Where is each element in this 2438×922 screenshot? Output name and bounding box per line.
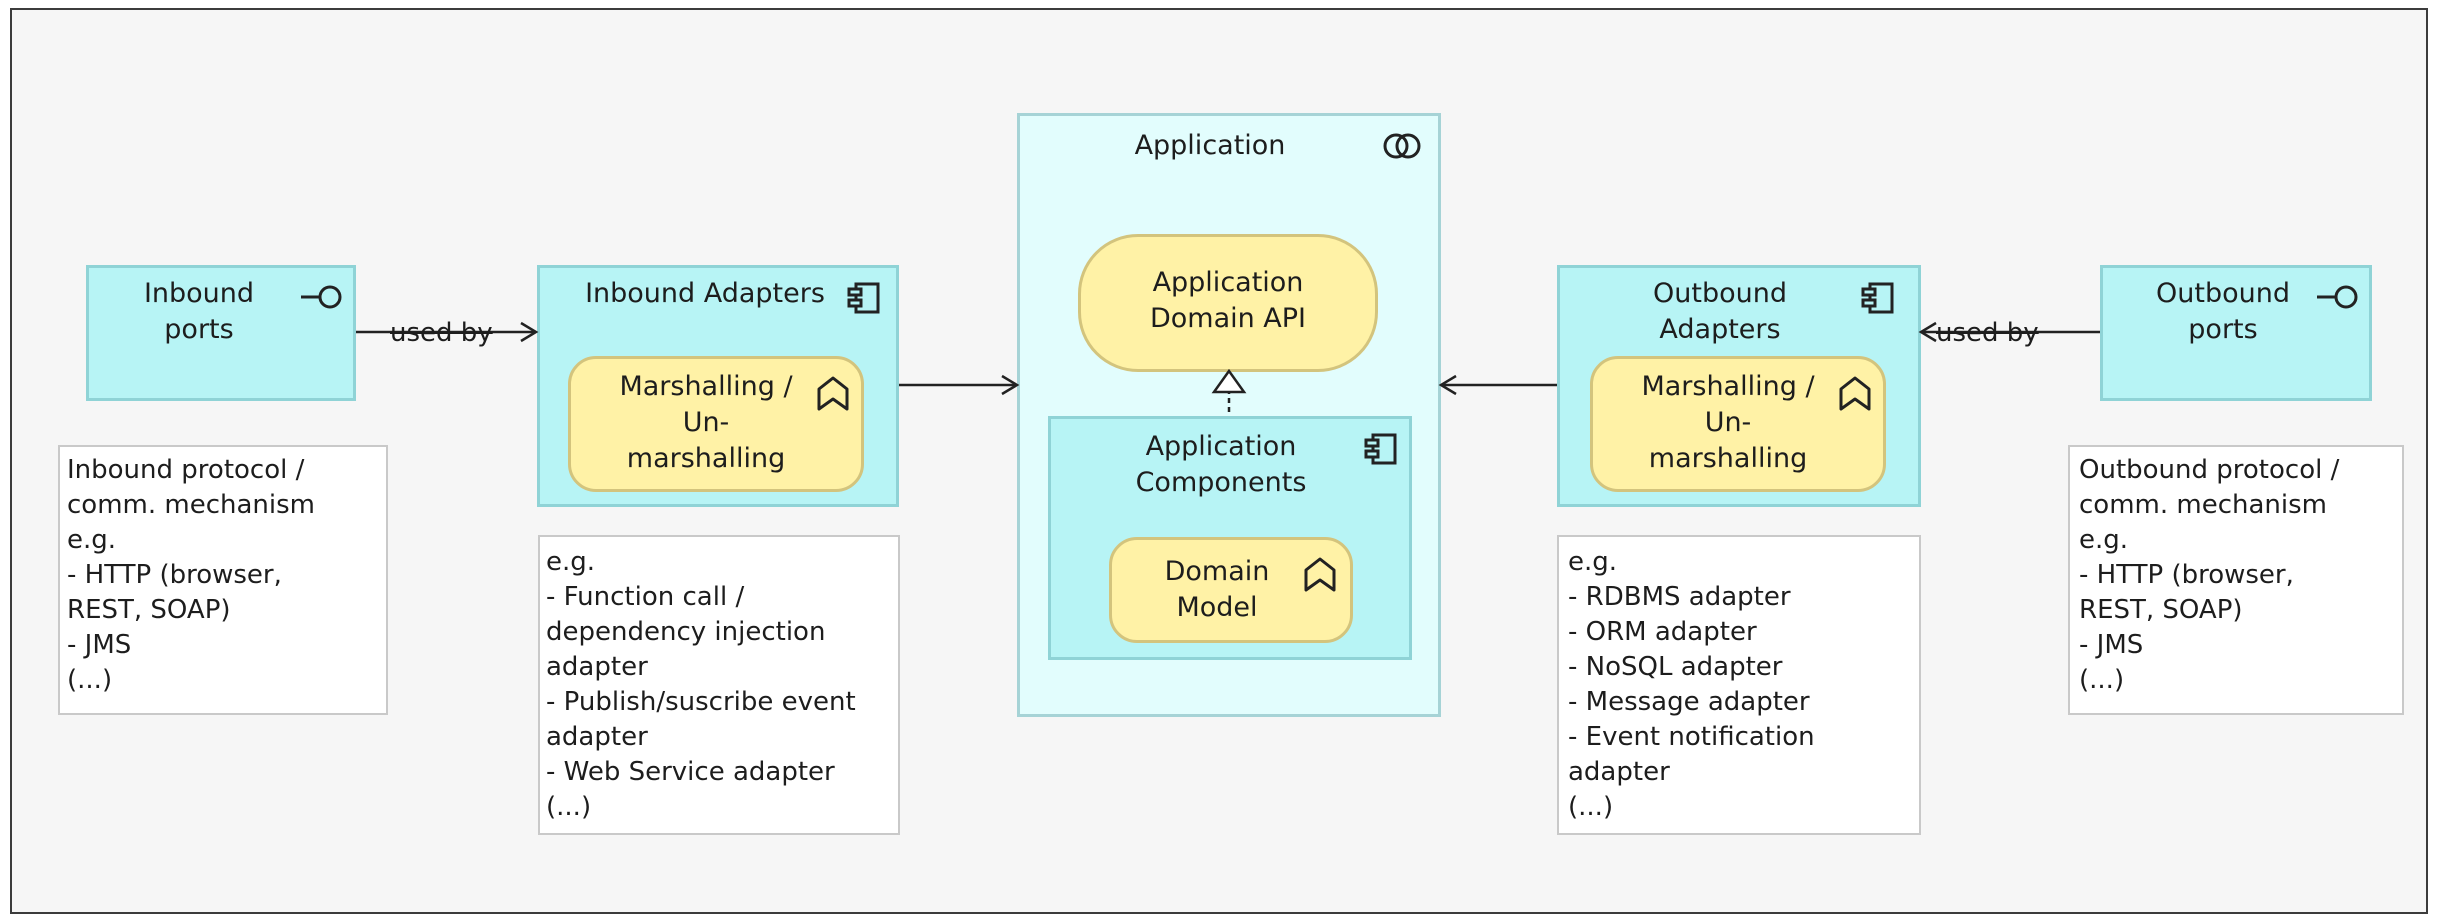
- component-icon: [1861, 282, 1894, 314]
- outbound-ports-node[interactable]: Outbound ports: [2100, 265, 2372, 401]
- function-icon: [1839, 376, 1871, 411]
- note-outbound-adapters-text: e.g. - RDBMS adapter - ORM adapter - NoS…: [1568, 547, 1815, 822]
- outbound-marshalling-function[interactable]: Marshalling / Un- marshalling: [1590, 356, 1886, 492]
- component-icon: [847, 282, 880, 314]
- inbound-marshalling-label: Marshalling / Un- marshalling: [619, 371, 793, 474]
- collaboration-icon: [1383, 133, 1421, 159]
- outbound-marshalling-label: Marshalling / Un- marshalling: [1641, 371, 1815, 474]
- inbound-ports-label: Inbound ports: [143, 278, 255, 345]
- inbound-marshalling-function[interactable]: Marshalling / Un- marshalling: [568, 356, 864, 492]
- inbound-adapters-label: Inbound Adapters: [585, 278, 825, 309]
- domain-model-function[interactable]: Domain Model: [1109, 537, 1353, 643]
- edge-label-outbound-used-by: used by: [1936, 318, 2039, 348]
- domain-api-label: Application Domain API: [1149, 267, 1307, 334]
- inbound-adapters-node[interactable]: Inbound Adapters Marshalling / Un- marsh…: [537, 265, 899, 507]
- function-icon: [1304, 557, 1336, 592]
- domain-api-interface[interactable]: Application Domain API: [1078, 234, 1378, 372]
- note-inbound-adapters-text: e.g. - Function call / dependency inject…: [546, 547, 856, 822]
- outbound-adapters-label: Outbound Adapters: [1653, 278, 1787, 345]
- note-inbound-protocol-text: Inbound protocol / comm. mechanism e.g. …: [67, 455, 315, 695]
- function-icon: [817, 376, 849, 411]
- application-node[interactable]: Application Application Domain API Appli…: [1017, 113, 1441, 717]
- component-icon: [1364, 433, 1397, 465]
- note-inbound-protocol: Inbound protocol / comm. mechanism e.g. …: [58, 445, 388, 715]
- outbound-adapters-node[interactable]: Outbound Adapters Marshalling / Un- mars…: [1557, 265, 1921, 507]
- note-outbound-adapters: e.g. - RDBMS adapter - ORM adapter - NoS…: [1557, 535, 1921, 835]
- application-label: Application: [1134, 130, 1286, 161]
- app-components-label: Application Components: [1135, 431, 1307, 498]
- note-outbound-protocol-text: Outbound protocol / comm. mechanism e.g.…: [2079, 455, 2340, 695]
- interface-icon: [301, 285, 342, 309]
- app-components-node[interactable]: Application Components Domain Model: [1048, 416, 1412, 660]
- note-inbound-adapters: e.g. - Function call / dependency inject…: [538, 535, 900, 835]
- interface-icon: [2317, 285, 2358, 309]
- note-outbound-protocol: Outbound protocol / comm. mechanism e.g.…: [2068, 445, 2404, 715]
- domain-model-label: Domain Model: [1164, 556, 1270, 623]
- outbound-ports-label: Outbound ports: [2156, 278, 2290, 345]
- inbound-ports-node[interactable]: Inbound ports: [86, 265, 356, 401]
- edge-label-inbound-used-by: used by: [390, 318, 493, 348]
